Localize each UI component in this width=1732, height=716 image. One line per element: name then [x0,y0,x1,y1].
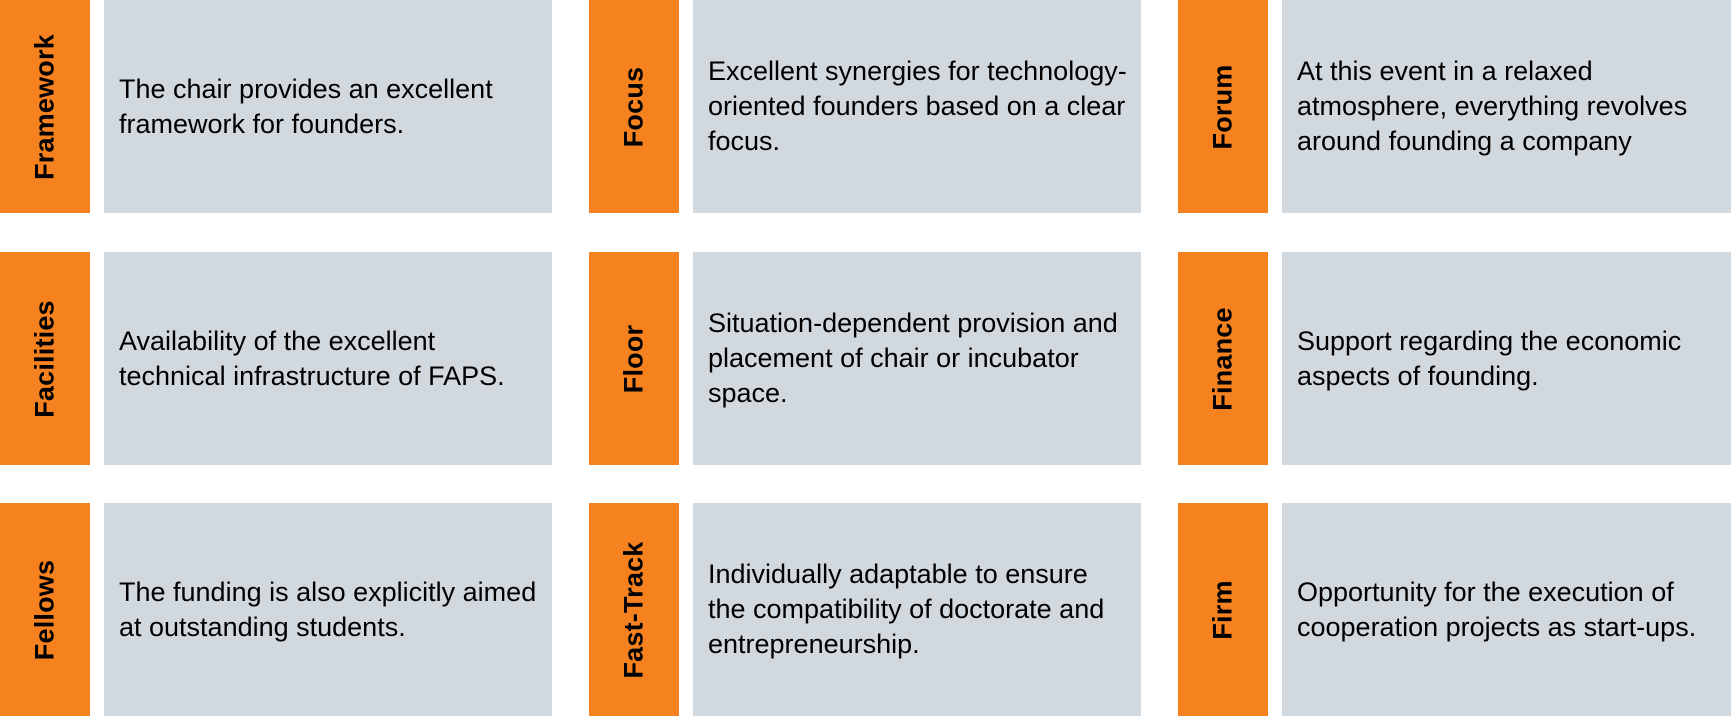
card-description: At this event in a relaxed atmosphere, e… [1297,56,1688,156]
card-description-box: The funding is also explicitly aimed at … [104,503,552,716]
card-title: Framework [29,33,60,180]
card-description-box: The chair provides an excellent framewor… [104,0,552,213]
card-title-tag: Floor [589,252,679,465]
card-description-box: Situation-dependent provision and placem… [693,252,1141,465]
card-title: Forum [1207,64,1238,149]
card-description-box: At this event in a relaxed atmosphere, e… [1282,0,1731,213]
card-description: Individually adaptable to ensure the com… [708,559,1105,659]
card-description: The funding is also explicitly aimed at … [119,576,537,642]
card-title: Firm [1207,579,1238,640]
card-title-tag: Finance [1178,252,1268,465]
card-title: Facilities [29,299,60,418]
card-title-tag: Facilities [0,252,90,465]
card-title-tag: Forum [1178,0,1268,213]
card-title-tag: Fellows [0,503,90,716]
card-description-box: Support regarding the economic aspects o… [1282,252,1731,465]
card-title: Floor [618,324,649,393]
card-title-tag: Framework [0,0,90,213]
card-description-box: Excellent synergies for technology-orien… [693,0,1141,213]
card-description-box: Individually adaptable to ensure the com… [693,503,1141,716]
card-title: Focus [618,66,649,147]
card-title: Fellows [29,559,60,660]
card-description: Availability of the excellent technical … [119,325,505,391]
card-title-tag: Focus [589,0,679,213]
card-title: Finance [1207,306,1238,411]
card-description-box: Opportunity for the execution of coopera… [1282,503,1731,716]
card-description: Excellent synergies for technology-orien… [708,56,1127,156]
card-description: Opportunity for the execution of coopera… [1297,576,1697,642]
card-title-tag: Firm [1178,503,1268,716]
card-description-box: Availability of the excellent technical … [104,252,552,465]
card-description: The chair provides an excellent framewor… [119,73,493,139]
card-title-tag: Fast-Track [589,503,679,716]
card-title: Fast-Track [618,540,649,679]
card-description: Support regarding the economic aspects o… [1297,325,1682,391]
card-description: Situation-dependent provision and placem… [708,308,1118,408]
